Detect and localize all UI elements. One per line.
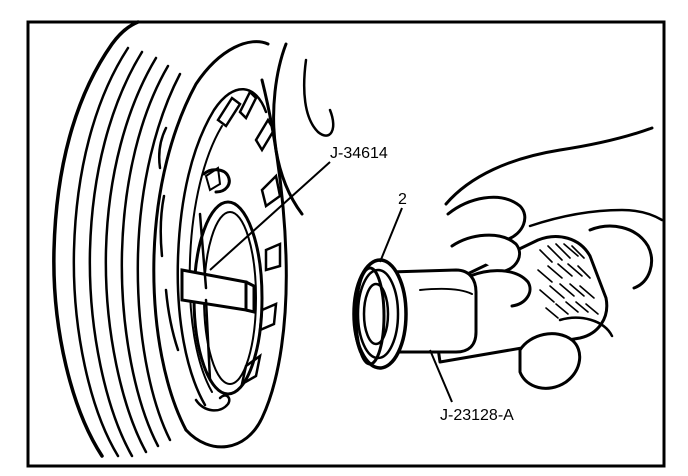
leader-item-2: [379, 207, 403, 263]
label-j23128a: J-23128-A: [440, 407, 514, 424]
leader-j34614: [209, 161, 331, 271]
frame-border: [26, 20, 666, 468]
grip-texture: [537, 243, 599, 319]
hand-with-tool: [352, 126, 664, 390]
leader-lines: [209, 161, 453, 403]
tire-wheel: [52, 20, 288, 458]
leader-j23128a: [429, 349, 453, 403]
label-item-2: 2: [398, 191, 407, 208]
fender-outline: [272, 42, 335, 216]
label-j34614: J-34614: [330, 145, 388, 162]
